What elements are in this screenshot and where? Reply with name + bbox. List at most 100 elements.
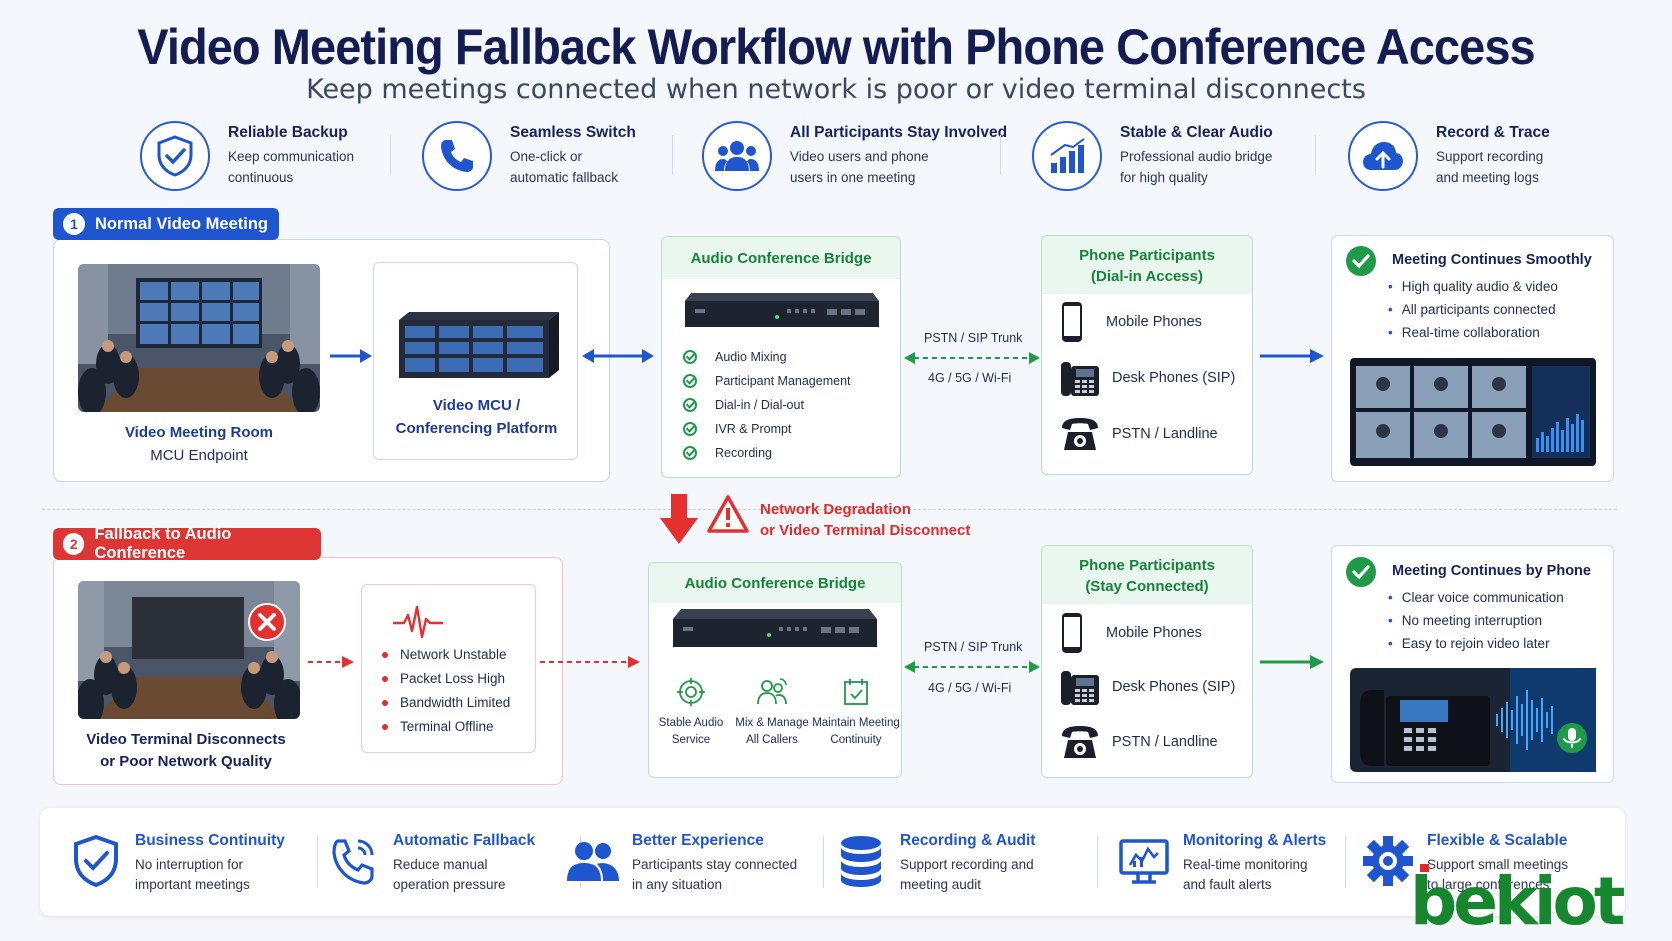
audio-bridge-device-image: [673, 609, 877, 647]
meeting-continuity-icon: [844, 679, 868, 705]
desk-phone-icon: [1061, 671, 1099, 705]
room-title: Video Meeting Room: [124, 424, 274, 441]
phone-participants-card-1: Phone Participants(Dial-in Access) Mobil…: [1041, 235, 1253, 475]
page-title: Video Meeting Fallback Workflow with Pho…: [137, 19, 1535, 75]
bridge-feature-item: Recording: [683, 441, 851, 465]
cloud-upload-icon: [1348, 121, 1418, 191]
bridge-feature-item: Dial-in / Dial-out: [683, 393, 851, 417]
disconnected-room-image: [78, 581, 300, 719]
phone-item-mobile: Mobile Phones: [1060, 612, 1202, 654]
video-conference-screen-image: [1350, 358, 1596, 466]
bridge-feature-item: Participant Management: [683, 369, 851, 393]
audio-bridge-title-2: Audio Conference Bridge: [649, 563, 901, 603]
arrow-room-to-mcu: [330, 349, 372, 363]
bar-chart-icon: [1032, 121, 1102, 191]
video-meeting-room-image: [78, 264, 320, 412]
mcu-server-image: [399, 312, 559, 378]
link-label-wireless-1: 4G / 5G / Wi-Fi: [928, 371, 1012, 385]
result-title-1: Meeting Continues Smoothly: [1392, 252, 1592, 268]
phone-item-desk: Desk Phones (SIP): [1060, 667, 1235, 707]
phone-item-landline: PSTN / Landline: [1060, 416, 1218, 452]
page-subtitle: Keep meetings connected when network is …: [306, 74, 1366, 105]
result-item: Easy to rejoin video later: [1388, 636, 1550, 651]
benefits-bar: Business Continuity No interruption for …: [40, 808, 1625, 916]
database-icon: [841, 836, 881, 887]
bridge-feature-item: IVR & Prompt: [683, 417, 851, 441]
phone-participants-card-2: Phone Participants(Stay Connected) Mobil…: [1041, 545, 1253, 778]
room-subtitle: MCU Endpoint: [150, 447, 248, 464]
mcu-label-line1: Video MCU /: [432, 397, 521, 414]
disconnect-title-line1: Video Terminal Disconnects: [86, 731, 286, 748]
link-label-pstn-2: PSTN / SIP Trunk: [924, 640, 1023, 654]
down-arrow-red-icon: [660, 494, 698, 544]
check-badge-icon: [1346, 557, 1376, 587]
audio-bridge-card-1: Audio Conference Bridge Audio Mixing Par…: [661, 236, 901, 478]
link-label-wireless-2: 4G / 5G / Wi-Fi: [928, 681, 1012, 695]
arrow-issues-to-bridge: [540, 656, 640, 668]
phone-item-desk: Desk Phones (SIP): [1060, 358, 1235, 398]
ip-phone-sound-wave-image: [1350, 668, 1596, 772]
result-card-1: Meeting Continues Smoothly High quality …: [1331, 235, 1614, 482]
disconnect-x-icon: [248, 603, 286, 641]
shield-check-icon: [140, 121, 210, 191]
check-circle-icon: [683, 446, 697, 460]
network-issues-card: Network Unstable Packet Loss High Bandwi…: [361, 584, 536, 753]
arrow-to-result-1: [1260, 349, 1324, 363]
link-label-pstn-1: PSTN / SIP Trunk: [924, 331, 1023, 345]
issue-item: Bandwidth Limited: [382, 695, 510, 710]
group-icon: [702, 121, 772, 191]
link-dashed-arrow-2: [904, 661, 1040, 673]
result-item: Real-time collaboration: [1388, 325, 1540, 340]
bridge-feature-list-1: Audio Mixing Participant Management Dial…: [683, 345, 851, 465]
link-dashed-arrow-1: [904, 352, 1040, 364]
bekiot-logo: bekiot: [1408, 864, 1638, 941]
landline-phone-icon: [1062, 726, 1098, 758]
gear-icon: [1363, 836, 1413, 886]
audio-bridge-device-image: [685, 293, 879, 327]
check-circle-icon: [683, 422, 697, 436]
check-circle-icon: [683, 350, 697, 364]
check-circle-icon: [683, 374, 697, 388]
mobile-phone-icon: [1062, 302, 1082, 342]
shield-check-icon: [74, 834, 118, 888]
section-divider: [42, 509, 1617, 510]
check-circle-icon: [683, 398, 697, 412]
arrow-to-result-2: [1260, 655, 1324, 669]
bridge-feature-item: Audio Mixing: [683, 345, 851, 369]
video-mcu-card: Video MCU / Conferencing Platform: [373, 262, 578, 460]
warning-triangle-icon: [707, 495, 749, 533]
issue-item: Network Unstable: [382, 647, 507, 662]
result-card-2: Meeting Continues by Phone Clear voice c…: [1331, 545, 1614, 783]
audio-bridge-title-1: Audio Conference Bridge: [662, 237, 900, 279]
phone-item-mobile: Mobile Phones: [1060, 301, 1202, 343]
landline-phone-icon: [1062, 418, 1098, 450]
arrow-room-to-issues: [308, 656, 354, 668]
mcu-label-line2: Conferencing Platform: [395, 420, 558, 437]
phone-icon: [422, 121, 492, 191]
phone-item-landline: PSTN / Landline: [1060, 724, 1218, 760]
mobile-phone-icon: [1062, 613, 1082, 653]
result-item: No meeting interruption: [1388, 613, 1542, 628]
monitor-chart-icon: [1119, 839, 1169, 884]
disconnect-title-line2: or Poor Network Quality: [100, 753, 272, 770]
phone-ring-icon: [332, 839, 374, 885]
result-item: Clear voice communication: [1388, 590, 1564, 605]
issue-item: Packet Loss High: [382, 671, 505, 686]
desk-phone-icon: [1061, 362, 1099, 396]
audio-target-icon: [677, 678, 705, 706]
users-icon: [567, 842, 619, 881]
pulse-waveform-icon: [393, 605, 443, 639]
issue-item: Terminal Offline: [382, 719, 494, 734]
svg-text:bekiot: bekiot: [1410, 864, 1625, 934]
result-title-2: Meeting Continues by Phone: [1392, 563, 1591, 579]
arrow-mcu-bridge-bidirectional: [582, 349, 654, 363]
result-item: High quality audio & video: [1388, 279, 1558, 294]
result-item: All participants connected: [1388, 302, 1556, 317]
